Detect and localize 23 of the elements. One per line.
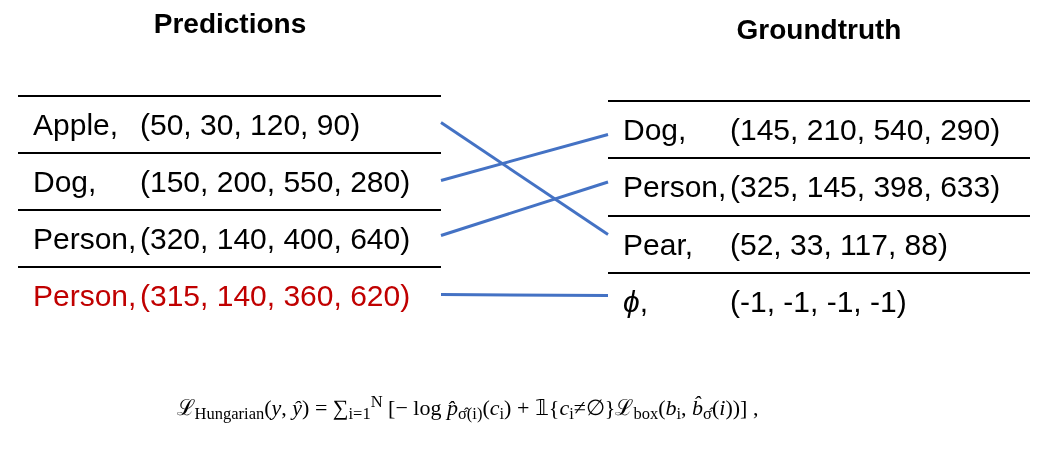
box-coordinates: (52, 33, 117, 88) <box>730 226 948 263</box>
box-coordinates: (320, 140, 400, 640) <box>140 220 411 257</box>
box-coordinates: (145, 210, 540, 290) <box>730 111 1001 148</box>
column-heading: Predictions <box>152 7 308 41</box>
loss-formula: ℒ$_{Hungarian}$(y, ŷ) = ∑$_{i=1}$$^{N}$ [− log p̂$_{σ̂(i)}$(c$_{i}$) + 𝟙{c$_{i}$≠∅}ℒ$_{box}$(b$_{i}$, b̂$_{σ̂}$(i))] , <box>175 390 760 426</box>
connector-line <box>440 180 609 237</box>
box-coordinates: (150, 200, 550, 280) <box>140 163 411 200</box>
class-label: Person, <box>623 169 728 205</box>
class-label: Pear, <box>623 226 695 263</box>
column-heading: Groundtruth <box>735 13 903 47</box>
class-label: Person, <box>33 220 138 257</box>
class-label: Dog, <box>33 163 98 200</box>
connector-line <box>440 133 609 182</box>
class-label: ϕ, <box>623 283 650 320</box>
connector-line <box>440 121 609 236</box>
box-coordinates: (325, 145, 398, 633) <box>730 169 1001 205</box>
connector-line <box>441 293 608 297</box>
class-label: Person, <box>33 277 138 314</box>
class-label: Dog, <box>623 111 688 148</box>
box-coordinates: (50, 30, 120, 90) <box>140 106 361 143</box>
box-coordinates: (315, 140, 360, 620) <box>140 277 411 314</box>
box-coordinates: (-1, -1, -1, -1) <box>730 283 907 320</box>
class-label: Apple, <box>33 106 120 143</box>
